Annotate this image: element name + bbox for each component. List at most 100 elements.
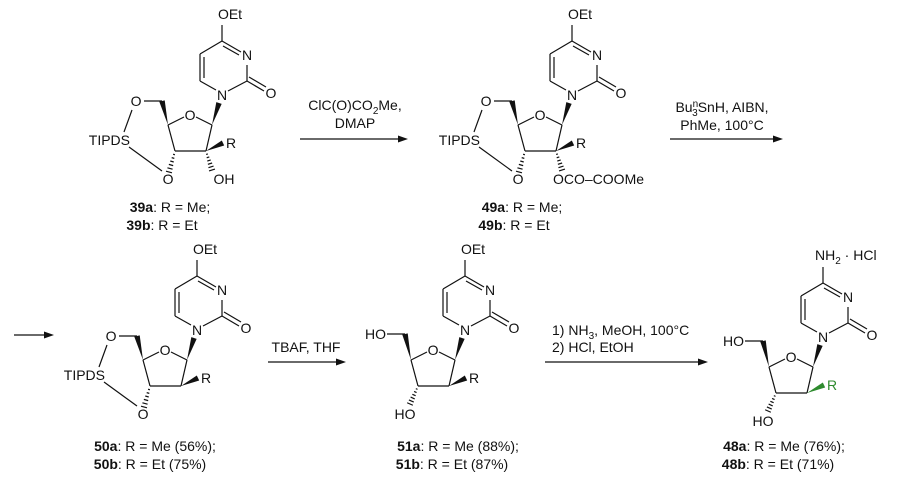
svg-text:49b: R = Et: 49b: R = Et bbox=[478, 217, 549, 233]
hash-bond bbox=[520, 160, 524, 163]
hash-bond bbox=[140, 405, 148, 409]
bond bbox=[227, 80, 248, 92]
bond bbox=[410, 359, 419, 387]
wedge-bond bbox=[187, 337, 197, 360]
ring-oxygen-label: O bbox=[160, 342, 171, 358]
ethoxy-label: OEt bbox=[218, 6, 242, 22]
bond bbox=[822, 282, 843, 295]
step1-reagent-line1: ClC(O)CO2Me, bbox=[308, 97, 401, 117]
o3-label: O bbox=[513, 171, 524, 187]
svg-text:50b: R = Et (75%): 50b: R = Et (75%) bbox=[94, 456, 206, 472]
wedge-bond bbox=[455, 337, 465, 360]
bond bbox=[800, 322, 818, 333]
n1-atom-label: N bbox=[192, 322, 202, 338]
tipds-label: TIPDS bbox=[64, 367, 105, 383]
carbonyl-o-label: O bbox=[616, 85, 627, 101]
tipds-label: TIPDS bbox=[439, 132, 480, 148]
hash-bond bbox=[412, 393, 416, 397]
svg-text:39b: R = Et: 39b: R = Et bbox=[126, 217, 197, 233]
hash-bond bbox=[771, 397, 775, 401]
hash-bond bbox=[142, 402, 148, 405]
n3-atom-label: N bbox=[592, 47, 602, 63]
wedge-bond bbox=[134, 335, 143, 360]
bond bbox=[473, 109, 483, 133]
bond bbox=[170, 351, 188, 361]
bond bbox=[768, 358, 786, 368]
hash-bond bbox=[406, 402, 414, 406]
bond bbox=[464, 275, 485, 288]
bond bbox=[103, 381, 138, 407]
o3-label: O bbox=[138, 406, 149, 422]
bond bbox=[442, 315, 460, 326]
ethoxy-label: OEt bbox=[461, 241, 485, 257]
r-group-label: R bbox=[469, 370, 479, 386]
bond bbox=[142, 359, 151, 387]
bond bbox=[572, 45, 590, 56]
bond bbox=[128, 146, 163, 172]
hash-bond bbox=[207, 159, 211, 162]
bond bbox=[768, 366, 777, 394]
bond bbox=[202, 315, 223, 327]
svg-text:48a: R = Me (76%);: 48a: R = Me (76%); bbox=[723, 438, 845, 454]
bond bbox=[410, 351, 428, 361]
svg-text:51a: R = Me (88%);: 51a: R = Me (88%); bbox=[397, 438, 519, 454]
wedge-bond bbox=[212, 102, 222, 125]
carbonyl-o-label: O bbox=[241, 320, 252, 336]
r-group-label: R bbox=[201, 370, 211, 386]
bond bbox=[517, 124, 526, 152]
carbonyl-o-label: O bbox=[509, 320, 520, 336]
bond bbox=[142, 351, 160, 361]
bond bbox=[174, 315, 192, 326]
svg-text:50a: R = Me (56%);: 50a: R = Me (56%); bbox=[94, 438, 216, 454]
arrow-head-icon bbox=[336, 358, 346, 366]
compound-50-label: 50a: R = Me (56%); 50b: R = Et (75%) bbox=[94, 438, 216, 472]
hash-bond bbox=[766, 406, 773, 410]
bond bbox=[598, 76, 617, 88]
bond bbox=[577, 80, 598, 92]
n3-atom-label: N bbox=[485, 282, 495, 298]
hash-bond bbox=[146, 392, 150, 394]
step4-reagent-line2: 2) HCl, EtOH bbox=[552, 339, 634, 355]
n3-atom-label: N bbox=[242, 47, 252, 63]
hash-bond bbox=[518, 163, 524, 167]
bond bbox=[545, 116, 563, 126]
wedge-bond bbox=[159, 100, 168, 125]
bond bbox=[180, 359, 188, 387]
bond bbox=[470, 315, 491, 327]
bond bbox=[448, 359, 456, 387]
step2-reagent-line2: PhMe, 100°C bbox=[680, 117, 763, 133]
n1-atom-label: N bbox=[567, 87, 577, 103]
o5-label: O bbox=[106, 328, 117, 344]
bond bbox=[549, 80, 567, 91]
bond bbox=[438, 351, 456, 361]
hash-bond bbox=[207, 162, 213, 165]
bond bbox=[123, 109, 133, 133]
compound-51-label: 51a: R = Me (88%); 51b: R = Et (87%) bbox=[396, 438, 519, 472]
carbonyl-o-label: O bbox=[867, 327, 878, 343]
bond bbox=[517, 116, 535, 126]
wedge-bond bbox=[556, 140, 575, 151]
r-group-label: R bbox=[576, 135, 586, 151]
bond bbox=[828, 322, 849, 334]
hash-bond bbox=[145, 395, 149, 398]
step4-reagent-line1: 1) NH3, MeOH, 100°C bbox=[552, 322, 689, 342]
tipds-label: TIPDS bbox=[89, 132, 130, 148]
hash-bond bbox=[517, 167, 523, 170]
compound-39-label: 39a: R = Me; 39b: R = Et bbox=[126, 199, 210, 233]
hash-bond bbox=[168, 163, 174, 167]
oxalate-ester-label: OCO–COOMe bbox=[553, 171, 644, 187]
r-group-label: R bbox=[226, 135, 236, 151]
bond bbox=[800, 282, 824, 297]
bond bbox=[555, 124, 563, 152]
step1-arrow-group: ClC(O)CO2Me, DMAP bbox=[300, 97, 408, 143]
wedge-bond bbox=[562, 102, 572, 125]
o5-label: O bbox=[481, 93, 492, 109]
bond bbox=[221, 315, 240, 327]
ethoxy-label: OEt bbox=[193, 241, 217, 257]
wedge-bond bbox=[509, 100, 518, 125]
continuation-arrow-group bbox=[14, 331, 54, 339]
hash-bond bbox=[768, 403, 773, 407]
